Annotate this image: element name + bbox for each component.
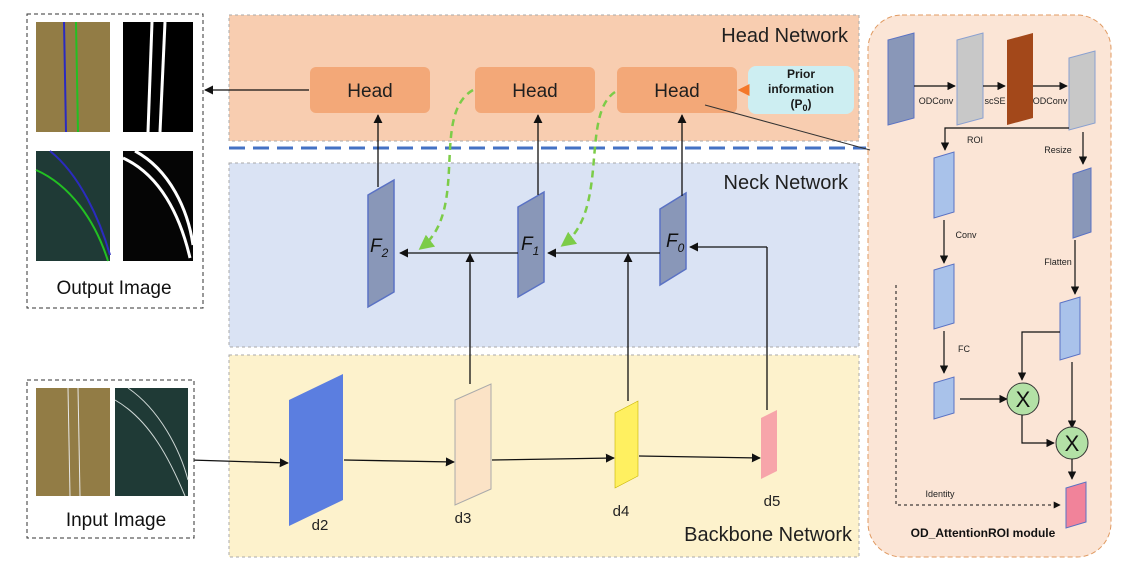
prior-line-2: information bbox=[768, 82, 834, 96]
d3-to-d4-arrow bbox=[491, 453, 615, 463]
multiply-symbol: X bbox=[1065, 431, 1080, 456]
input-image-aerial-1 bbox=[36, 387, 110, 497]
input-to-d2-arrow bbox=[189, 458, 289, 468]
feature-map-f2: F2 bbox=[367, 178, 395, 309]
module-label-scse: scSE bbox=[984, 96, 1005, 106]
output-image-caption: Output Image bbox=[56, 278, 171, 299]
output-image-mask-2 bbox=[122, 149, 195, 261]
module-resize-block bbox=[1072, 167, 1092, 239]
module-label-flatten: Flatten bbox=[1044, 257, 1072, 267]
identity-dashed-line bbox=[895, 285, 1061, 509]
module-label-odconv: ODConv bbox=[919, 96, 954, 106]
feature-label-f2: F2 bbox=[370, 236, 389, 260]
backbone-label-d5: d5 bbox=[764, 493, 781, 510]
mult1-to-mult2-line bbox=[1021, 415, 1055, 448]
od-attentionroi-module-panel bbox=[867, 14, 1112, 558]
multiply-node-1: X bbox=[1006, 382, 1040, 416]
head-network-title: Head Network bbox=[721, 25, 849, 47]
module-scse-block bbox=[1007, 33, 1033, 125]
feature-label-f1: F1 bbox=[521, 234, 539, 258]
output-image-aerial-2 bbox=[35, 150, 111, 262]
head-label: Head bbox=[512, 81, 557, 102]
d4-to-d5-arrow bbox=[638, 453, 761, 463]
module-odconv2-block bbox=[1068, 50, 1096, 131]
backbone-label-d2: d2 bbox=[312, 517, 329, 534]
module-label-roi: ROI bbox=[967, 135, 983, 145]
head-block-3: Head bbox=[617, 67, 737, 113]
module-flatten-block bbox=[1059, 296, 1081, 361]
module-label-identity: Identity bbox=[925, 489, 955, 499]
prior-line-3: (P0) bbox=[790, 97, 811, 113]
roi-branch-line bbox=[940, 127, 1069, 151]
feature-map-f1: F1 bbox=[517, 190, 545, 299]
output-image-mask-1 bbox=[123, 21, 193, 133]
module-conv-block bbox=[933, 263, 955, 330]
module-odconv-block bbox=[956, 32, 984, 126]
input-image-aerial-2 bbox=[114, 387, 189, 497]
backbone-label-d4: d4 bbox=[613, 503, 630, 520]
module-label-conv: Conv bbox=[955, 230, 977, 240]
module-roi-block bbox=[933, 151, 955, 219]
prior-line-1: Prior bbox=[787, 67, 815, 81]
head-label: Head bbox=[347, 81, 392, 102]
backbone-network-title: Backbone Network bbox=[684, 524, 853, 546]
feature-map-f0: F0 bbox=[659, 191, 687, 287]
feature-label-f0: F0 bbox=[666, 231, 685, 255]
module-fc-block bbox=[933, 376, 955, 420]
module-label-resize: Resize bbox=[1044, 145, 1072, 155]
module-label-fc: FC bbox=[958, 344, 970, 354]
backbone-block-d4 bbox=[614, 400, 639, 489]
module-output-block bbox=[1065, 481, 1087, 529]
prior-information-box: Prior information (P0) bbox=[748, 66, 854, 114]
backbone-block-d3 bbox=[454, 383, 492, 506]
flatten-to-mult1-line bbox=[1017, 331, 1060, 381]
multiply-symbol: X bbox=[1016, 387, 1031, 412]
head-label: Head bbox=[654, 81, 699, 102]
head3-to-f1-dashed-arrow bbox=[560, 90, 616, 247]
head-block-1: Head bbox=[310, 67, 430, 113]
module-label-odconv-2: ODConv bbox=[1033, 96, 1068, 106]
backbone-label-d3: d3 bbox=[455, 510, 472, 527]
output-image-aerial-1 bbox=[36, 21, 110, 133]
module-input-block bbox=[887, 32, 915, 126]
module-connector bbox=[704, 104, 871, 151]
backbone-block-d2 bbox=[289, 374, 343, 526]
module-title: OD_AttentionROI module bbox=[911, 526, 1056, 540]
d2-to-d3-arrow bbox=[343, 457, 455, 467]
head2-to-f2-dashed-arrow bbox=[418, 88, 474, 250]
head-block-2: Head bbox=[475, 67, 595, 113]
backbone-block-d5 bbox=[761, 410, 777, 479]
input-image-caption: Input Image bbox=[66, 510, 166, 531]
neck-network-title: Neck Network bbox=[724, 172, 849, 194]
multiply-node-2: X bbox=[1055, 426, 1089, 460]
